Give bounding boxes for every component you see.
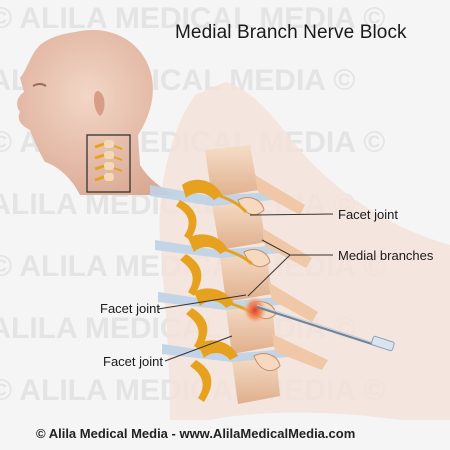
facet-joint	[253, 353, 281, 372]
spinous-process	[255, 175, 305, 215]
nerve-root	[176, 200, 197, 240]
zoom-region-box	[86, 134, 131, 193]
needle	[256, 304, 395, 352]
medial-branch-nerve	[219, 194, 248, 213]
leader-line-medial	[247, 254, 291, 297]
leader-lines	[157, 213, 334, 362]
leader-line-facet-lower	[164, 335, 233, 362]
label-facet-joint-lower: Facet joint	[103, 354, 163, 369]
ear-shape	[94, 91, 105, 116]
spinous-process	[272, 334, 328, 370]
leader-line-facet-upper	[249, 213, 334, 216]
head-profile	[17, 29, 176, 195]
medial-branch-nerve	[225, 248, 254, 266]
nerve-root	[188, 234, 228, 254]
diagram-title: Medial Branch Nerve Block	[175, 22, 407, 43]
leader-line-facet-middle	[157, 294, 247, 310]
head-silhouette	[17, 29, 176, 195]
nerve-root	[186, 308, 208, 350]
watermark-line: © ALILA MEDICAL MEDIA ©	[0, 2, 385, 35]
nerve-root	[182, 179, 222, 200]
copyright-credit: © Alila Medical Media - www.AlilaMedical…	[36, 426, 356, 441]
nerve-branches	[176, 179, 259, 402]
label-medial-branches: Medial branches	[338, 248, 434, 263]
nerve-root	[194, 288, 234, 308]
spinous-process	[262, 228, 312, 268]
nerve-root	[180, 254, 202, 296]
vertebra-body	[205, 145, 258, 198]
label-facet-joint-middle: Facet joint	[100, 301, 160, 316]
spinous-process	[268, 282, 318, 322]
injection-site	[243, 296, 267, 324]
eye-shape	[32, 83, 47, 87]
mini-spine	[94, 140, 123, 182]
label-facet-joint-upper: Facet joint	[338, 207, 398, 222]
nerve-root	[190, 360, 212, 402]
